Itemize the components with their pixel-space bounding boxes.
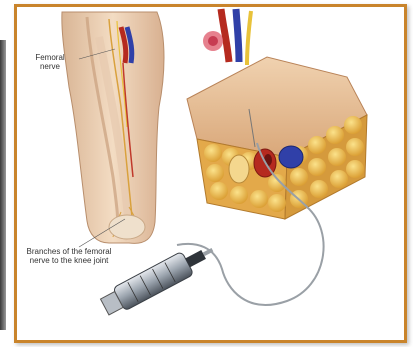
illustration-frame: Femoral nerve Branches of the femoral ne… [14, 4, 407, 343]
left-edge-strip [0, 40, 6, 330]
label-femoral-nerve: Femoral nerve [27, 53, 73, 71]
label-nerve-branches: Branches of the femoral nerve to the kne… [23, 247, 115, 265]
vessel-bundle [203, 9, 251, 65]
thigh-illustration [62, 12, 164, 247]
syringe [99, 238, 219, 318]
femoral-nerve-block-illustration [17, 7, 404, 340]
tissue-cross-section [187, 57, 367, 219]
